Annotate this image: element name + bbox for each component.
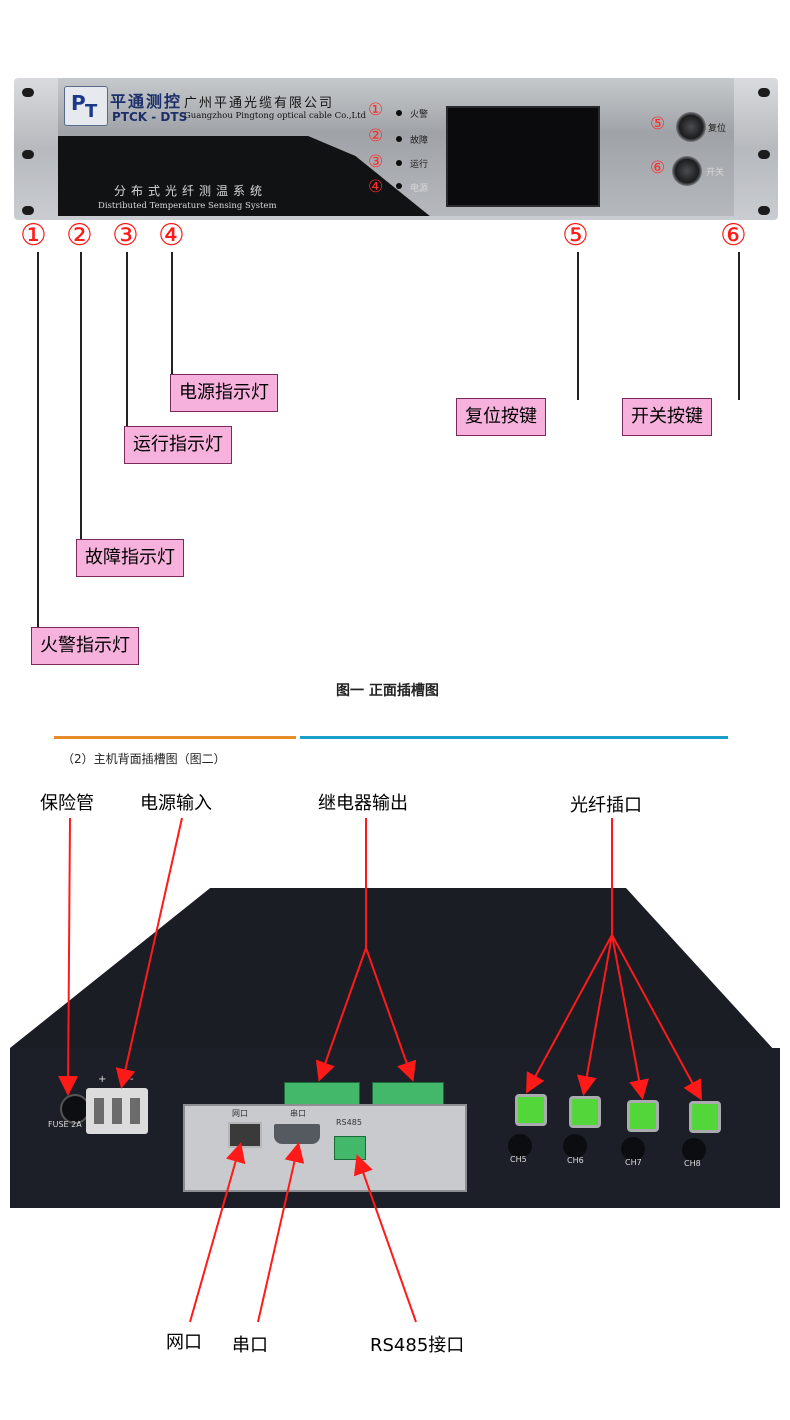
label-fiber-port: 光纤插口 — [570, 795, 642, 816]
label-relay-output: 继电器输出 — [318, 793, 408, 814]
arrow-relay-2 — [365, 947, 417, 1082]
fire-alarm-label: 火警 — [410, 110, 429, 120]
figure-caption: 图一 正面插槽图 — [336, 683, 439, 699]
power-plus-mark: + — [98, 1074, 107, 1085]
channel-label-ch5: CH5 — [510, 1155, 527, 1164]
fiber-cap — [621, 1137, 645, 1161]
indicator-number: ① — [368, 100, 384, 120]
label-serial-port: 串口 — [232, 1335, 268, 1356]
indicator-number: ④ — [368, 177, 384, 197]
fiber-cap — [508, 1134, 532, 1158]
arrow-fiber-ch7 — [611, 934, 649, 1100]
button-number: ⑥ — [650, 158, 666, 178]
label-power-input: 电源输入 — [140, 793, 212, 814]
leader-line — [126, 252, 128, 438]
arrow-net — [189, 1142, 246, 1323]
channel-label-ch8: CH8 — [684, 1159, 701, 1168]
arrow-relay-1 — [315, 947, 367, 1082]
arrow-power-input — [115, 817, 183, 1089]
rs485-mark: RS485 — [336, 1118, 362, 1127]
button-number: ⑤ — [650, 114, 666, 134]
mount-hole — [758, 88, 770, 97]
arrow-fiber-ch6 — [576, 934, 613, 1096]
callout-number-1: ① — [20, 218, 47, 253]
leader-line — [80, 252, 82, 544]
section-title: （2）主机背面插槽图（图二） — [62, 752, 226, 766]
leader-line — [577, 252, 579, 400]
fault-label: 故障 — [410, 136, 429, 146]
arrow-rs485 — [353, 1154, 417, 1323]
arrow-fiber-ch5 — [526, 934, 613, 1094]
mount-hole — [758, 150, 770, 159]
callout-number-4: ④ — [158, 218, 185, 253]
brand-logo: P T — [64, 86, 108, 126]
company-name-cn: 广州平通光缆有限公司 — [184, 96, 335, 111]
channel-label-ch6: CH6 — [567, 1156, 584, 1165]
run-led — [396, 160, 402, 166]
label-fuse: 保险管 — [40, 793, 94, 814]
power-switch-label: 开关 — [706, 168, 725, 178]
callout-number-3: ③ — [112, 218, 139, 253]
arrow-fiber-ch8 — [611, 934, 702, 1101]
model-name: PTCK - DTS — [112, 110, 188, 124]
power-label: 电源 — [410, 184, 429, 194]
channel-label-ch7: CH7 — [625, 1158, 642, 1167]
callout-fire-alarm: 火警指示灯 — [31, 627, 139, 665]
company-name-en: Guangzhou Pingtong optical cable Co.,Ltd — [184, 111, 367, 121]
serial-port-mark: 串口 — [290, 1109, 306, 1118]
fiber-port-ch6[interactable] — [569, 1096, 601, 1128]
fiber-port-ch8[interactable] — [689, 1101, 721, 1133]
power-input-terminal — [86, 1088, 148, 1134]
run-label: 运行 — [410, 160, 429, 170]
brand-name-cn: 平通测控 — [110, 92, 183, 111]
product-name-cn: 分布式光纤测温系统 — [114, 184, 268, 198]
mount-hole — [22, 206, 34, 215]
label-rs485-port: RS485接口 — [370, 1335, 465, 1356]
leader-line — [37, 252, 39, 648]
lcd-screen — [446, 106, 600, 207]
mount-hole — [758, 206, 770, 215]
callout-fault: 故障指示灯 — [76, 539, 184, 577]
arrow-fuse — [58, 817, 79, 1096]
serial-port[interactable] — [274, 1124, 320, 1144]
fiber-port-ch5[interactable] — [515, 1094, 547, 1126]
power-led — [396, 183, 402, 189]
arrow-serial — [257, 1142, 305, 1323]
fiber-port-ch7[interactable] — [627, 1100, 659, 1132]
power-switch-button[interactable] — [672, 156, 702, 186]
callout-power: 电源指示灯 — [170, 374, 278, 412]
reset-label: 复位 — [708, 124, 727, 134]
fuse-mark: FUSE 2A — [48, 1120, 82, 1129]
callout-number-2: ② — [66, 218, 93, 253]
fiber-cap — [563, 1134, 587, 1158]
fault-led — [396, 136, 402, 142]
callout-number-5: ⑤ — [562, 218, 589, 253]
callout-number-6: ⑥ — [720, 218, 747, 253]
leader-line — [738, 252, 740, 400]
net-port-mark: 网口 — [232, 1109, 248, 1118]
fire-alarm-led — [396, 110, 402, 116]
label-net-port: 网口 — [166, 1332, 202, 1353]
mount-hole — [22, 88, 34, 97]
leader-line — [171, 252, 173, 388]
section-divider — [54, 736, 296, 739]
section-divider — [300, 736, 728, 739]
callout-run: 运行指示灯 — [124, 426, 232, 464]
mount-hole — [22, 150, 34, 159]
fiber-cap — [682, 1138, 706, 1162]
reset-button[interactable] — [676, 112, 706, 142]
product-name-en: Distributed Temperature Sensing System — [98, 201, 277, 211]
indicator-number: ③ — [368, 152, 384, 172]
indicator-number: ② — [368, 126, 384, 146]
callout-power-button: 开关按键 — [622, 398, 712, 436]
callout-reset-button: 复位按键 — [456, 398, 546, 436]
